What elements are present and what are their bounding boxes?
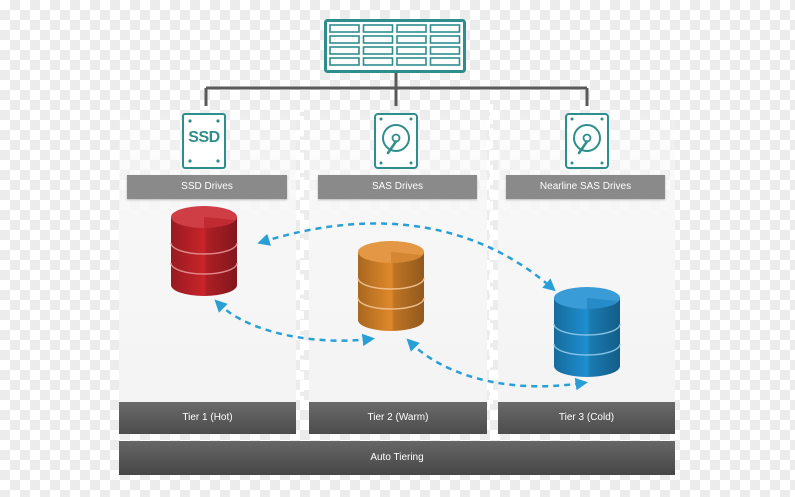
grid-cell — [362, 57, 394, 66]
hard-disk-icon — [565, 113, 609, 169]
grid-cell — [329, 24, 360, 33]
database-cylinder-hot — [170, 206, 238, 296]
grid-cell — [329, 46, 360, 55]
grid-cell — [396, 24, 427, 33]
grid-cell — [362, 35, 394, 44]
tier-2-label: Tier 2 (Warm) — [309, 402, 487, 434]
ssd-icon: SSD — [182, 113, 226, 169]
tier-1-label: Tier 1 (Hot) — [119, 402, 296, 434]
ssd-icon-text: SSD — [188, 129, 220, 146]
drive-label-ssd: SSD Drives — [127, 175, 287, 199]
grid-cell — [429, 35, 461, 44]
auto-tiering-bar: Auto Tiering — [119, 441, 675, 475]
table-grid-icon — [324, 19, 466, 73]
grid-cell — [429, 57, 461, 66]
tier-3-label: Tier 3 (Cold) — [498, 402, 675, 434]
grid-cell — [396, 57, 427, 66]
drive-label-sas: SAS Drives — [318, 175, 477, 199]
arrow-hot-cold — [257, 222, 556, 292]
grid-cell — [362, 46, 394, 55]
grid-cell — [329, 57, 360, 66]
grid-cell — [429, 24, 461, 33]
arrow-warm-cold — [406, 338, 588, 391]
drive-label-nearline-sas: Nearline SAS Drives — [506, 175, 665, 199]
grid-cell — [329, 35, 360, 44]
grid-cell — [429, 46, 461, 55]
arrow-hot-warm — [214, 299, 375, 347]
hard-disk-icon — [374, 113, 418, 169]
grid-cell — [396, 46, 427, 55]
grid-cell — [362, 24, 394, 33]
grid-cell — [396, 35, 427, 44]
